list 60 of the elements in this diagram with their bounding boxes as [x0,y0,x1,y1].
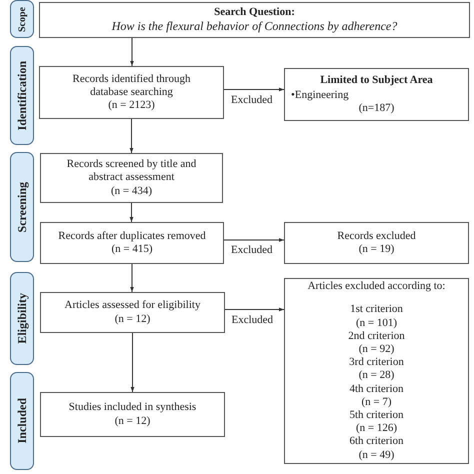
process-box [40,153,223,203]
box-title: Articles excluded according to: [308,280,446,294]
box-text: (n = 12) [114,312,150,326]
process-box [40,222,224,264]
box-text: (n = 415) [111,243,153,256]
box-text: 2nd criterion [348,330,405,344]
phase-band [10,46,34,145]
box-text: (n = 92) [358,343,394,356]
phase-label: Eligibility [14,293,30,344]
box-text: (n = 2123) [108,99,155,112]
process-box [40,392,225,437]
box-title: Articles assessed for eligibility [64,299,202,312]
process-box [40,292,225,333]
box-title: Records excluded [336,230,417,243]
box-text: •Engineering [290,88,349,102]
phase-band [10,272,34,365]
arrow [224,308,284,312]
box-text: (n = 126) [356,422,398,436]
phase-label: Scope [16,6,28,32]
box-text: (n = 28) [358,369,394,383]
question-box [39,2,470,38]
arrow [130,264,134,292]
phase-label: Screening [14,182,30,232]
phase-band [10,152,34,262]
arrow [130,202,134,222]
box-text: (n = 49) [358,448,394,462]
box-text: 3rd criterion [349,356,404,370]
arrow [130,118,134,154]
box-title: Records identified through database searching [72,72,192,100]
box-text: (n = 12) [114,414,150,428]
phase-label: Identification [14,60,30,130]
box-text: (n = 434) [110,184,152,198]
exclusion-box [284,68,469,121]
arrow [224,238,284,242]
box-title: Search Question: [214,6,295,20]
process-box [284,222,469,264]
box-title: Studies included in synthesis [68,401,198,414]
exclusion-box [284,278,469,464]
phase-band [10,0,34,38]
box-text: (n = 19) [358,243,394,256]
box-text: (n=187) [358,102,394,116]
box-title: Records after duplicates removed [57,230,207,243]
box-text: 5th criterion [349,408,404,422]
box-title: Records screened by title and abstract assessment [66,158,198,185]
phase-label: Included [14,398,30,444]
box-text: 1st criterion [350,303,403,317]
box-title: Limited to Subject Area [320,74,433,87]
box-text: (n = 101) [356,316,398,330]
box-text: (n = 7) [361,396,392,409]
arrow [130,38,134,66]
edge-label: Excluded [230,244,274,256]
edge-label: Excluded [230,94,274,106]
edge-label: Excluded [230,314,274,326]
box-text: 4th criterion [349,382,404,396]
arrow [224,88,284,92]
arrow [130,332,134,392]
box-text: How is the flexural behavior of Connections by adherence? [112,19,398,34]
box-text: 6th criterion [349,435,404,449]
phase-band [10,372,34,470]
process-box [39,66,224,119]
